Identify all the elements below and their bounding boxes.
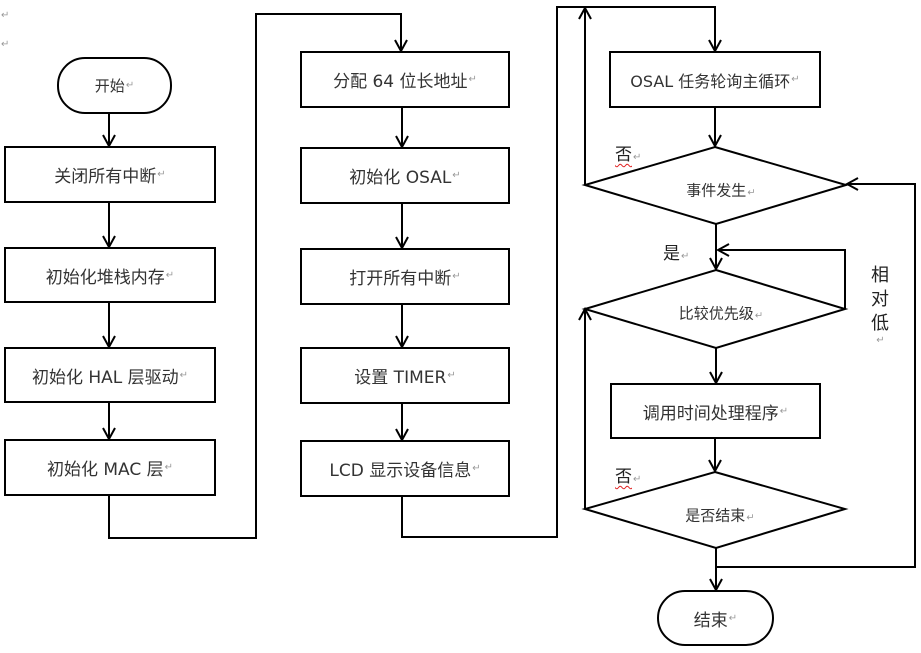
edge-label-text: 否 <box>615 467 632 487</box>
paragraph-mark: ↵ <box>165 269 175 281</box>
paragraph-mark: ↵ <box>681 251 690 262</box>
decision-event-shape <box>581 145 850 226</box>
edge-label-lower-priority: 相 对 低 ↵ <box>870 264 890 346</box>
connector-col2-to-col3 <box>401 6 715 538</box>
paragraph-mark: ↵ <box>746 512 755 524</box>
process-label: 初始化 HAL 层驱动 <box>31 367 179 388</box>
paragraph-mark: ↵ <box>164 462 174 473</box>
decision-text: 事件发生 <box>686 181 747 200</box>
decision-end-shape <box>581 470 849 550</box>
decision-priority-label: 比较优先级↵ <box>679 303 763 324</box>
process-assign-address: 分配 64 位长地址↵ <box>300 51 510 108</box>
start-terminal: 开始↵ <box>57 57 172 114</box>
process-init-mac: 初始化 MAC 层↵ <box>4 439 216 496</box>
process-label: 打开所有中断 <box>349 269 452 289</box>
connector-priority-lower-loop <box>718 250 846 309</box>
end-terminal: 结束↵ <box>657 590 774 646</box>
end-label: 结束 <box>693 610 728 631</box>
process-call-handler: 调用时间处理程序↵ <box>610 383 821 439</box>
paragraph-mark: ↵ <box>452 170 461 181</box>
paragraph-mark: ↵ <box>633 152 642 163</box>
process-lcd-display: LCD 显示设备信息↵ <box>300 440 510 497</box>
paragraph-mark: ↵ <box>447 370 456 381</box>
edge-label-yes-event: 是↵ <box>663 239 689 264</box>
process-label: 设置 TIMER <box>354 368 447 388</box>
process-label: 初始化堆栈内存 <box>45 267 165 288</box>
edge-label-text: 否 <box>615 145 632 165</box>
process-init-osal: 初始化 OSAL↵ <box>300 147 510 204</box>
paragraph-mark: ↵ <box>472 463 481 474</box>
process-init-stack: 初始化堆栈内存↵ <box>4 247 216 303</box>
process-label: LCD 显示设备信息 <box>329 461 472 481</box>
paragraph-mark: ↵ <box>1 10 10 21</box>
paragraph-mark: ↵ <box>633 474 642 485</box>
process-label: 初始化 MAC 层 <box>46 460 164 480</box>
decision-event-label: 事件发生↵ <box>686 180 755 201</box>
process-label: 初始化 OSAL <box>349 168 452 188</box>
process-set-timer: 设置 TIMER↵ <box>300 347 510 404</box>
paragraph-mark: ↵ <box>754 310 764 322</box>
edge-label-no-event: 否↵ <box>615 140 641 165</box>
paragraph-mark: ↵ <box>779 405 789 417</box>
paragraph-mark: ↵ <box>468 74 477 85</box>
process-open-interrupts: 打开所有中断↵ <box>300 248 510 305</box>
process-label: 关闭所有中断 <box>54 167 157 187</box>
decision-priority-shape <box>581 268 849 350</box>
paragraph-mark: ↵ <box>747 187 756 199</box>
paragraph-mark: ↵ <box>157 169 166 180</box>
process-osal-main-loop: OSAL 任务轮询主循环↵ <box>609 51 821 108</box>
process-label: 分配 64 位长地址 <box>333 72 468 92</box>
decision-text: 是否结束 <box>685 506 746 525</box>
connector-col1-to-col2 <box>108 13 401 539</box>
process-close-interrupts: 关闭所有中断↵ <box>4 146 216 203</box>
edge-label-char: 对 <box>871 289 889 310</box>
paragraph-mark: ↵ <box>876 335 885 346</box>
paragraph-mark: ↵ <box>179 369 189 381</box>
decision-end-label: 是否结束↵ <box>685 505 754 526</box>
edge-label-not-end: 否↵ <box>615 462 641 487</box>
process-init-hal: 初始化 HAL 层驱动↵ <box>4 347 216 403</box>
connector-end-to-event-loop <box>716 184 916 568</box>
process-label: 调用时间处理程序 <box>642 403 779 424</box>
edge-label-char: 相 <box>871 265 889 286</box>
paragraph-mark: ↵ <box>452 271 461 282</box>
paragraph-mark: ↵ <box>728 612 738 624</box>
process-label: OSAL 任务轮询主循环 <box>630 71 791 91</box>
decision-text: 比较优先级 <box>678 304 754 323</box>
edge-label-text: 是 <box>663 244 680 264</box>
paragraph-mark: ↵ <box>1 39 10 50</box>
edge-label-char: 低 <box>871 313 889 334</box>
paragraph-mark: ↵ <box>791 74 800 85</box>
start-label: 开始 <box>94 77 125 95</box>
paragraph-mark: ↵ <box>125 80 135 91</box>
